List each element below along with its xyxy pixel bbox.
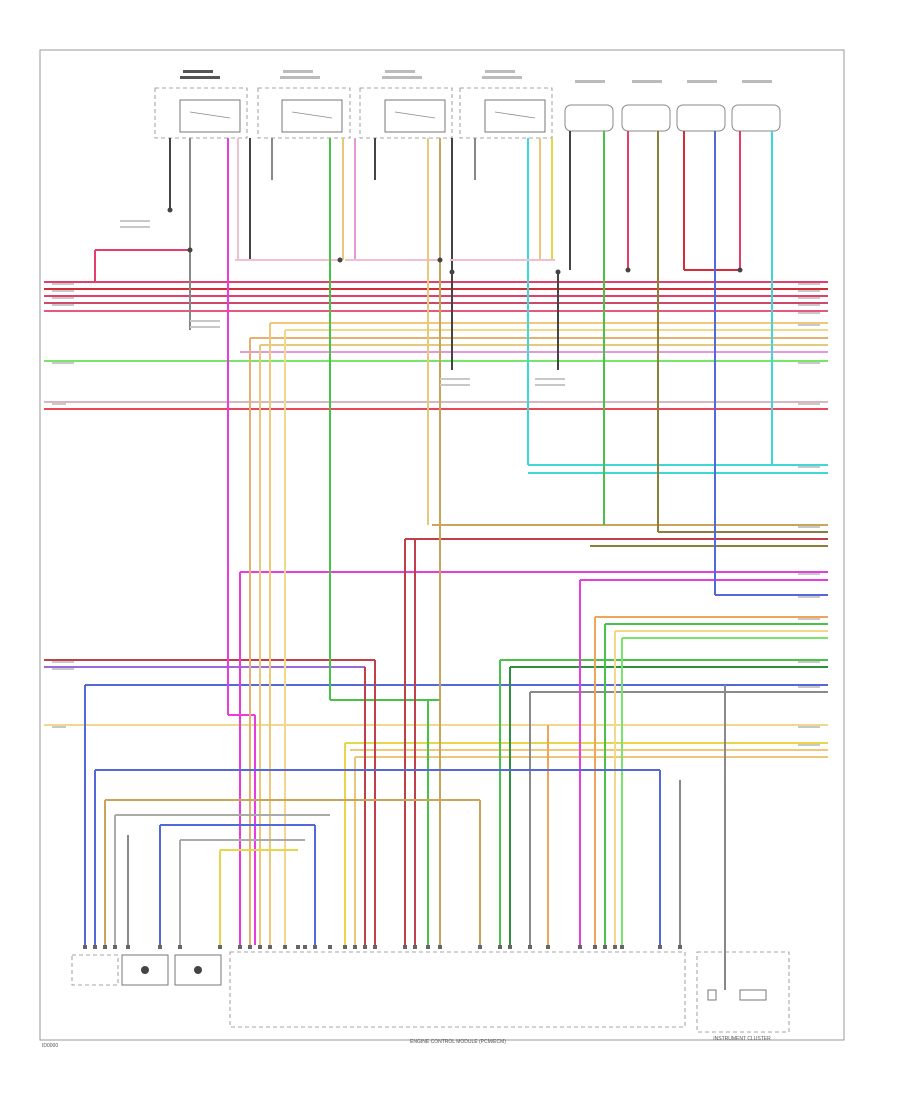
relay-group — [154, 70, 781, 139]
lamp-1 — [564, 80, 614, 132]
sensor-boxes — [71, 954, 222, 986]
figure-id: ID0000 — [42, 1043, 58, 1049]
relay-3 — [359, 70, 453, 139]
ecm-connector-pins — [83, 945, 682, 949]
relay-4 — [459, 70, 553, 139]
lamp-2 — [621, 80, 671, 132]
engine-control-module-label: ENGINE CONTROL MODULE (PCM/ECM) — [410, 1039, 506, 1045]
relay-2 — [257, 70, 351, 139]
splice-points — [167, 207, 743, 275]
tiny-wire-tags — [52, 220, 820, 746]
bus-wires — [44, 281, 828, 758]
lamp-4 — [731, 80, 781, 132]
vertical-wires — [84, 131, 773, 990]
lamp-3 — [676, 80, 726, 132]
instrument-cluster-box — [696, 951, 790, 1033]
instrument-cluster-label: INSTRUMENT CLUSTER — [713, 1036, 771, 1042]
diagram-border — [39, 49, 845, 1041]
engine-control-module-box — [229, 951, 686, 1028]
relay-1 — [154, 70, 248, 139]
